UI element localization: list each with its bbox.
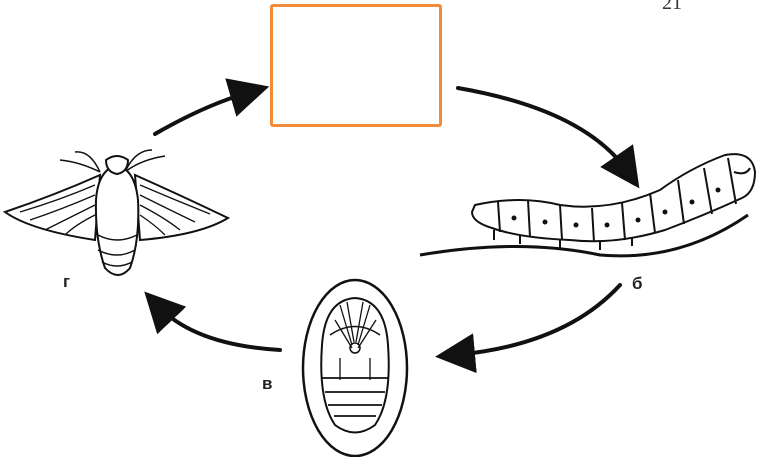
- arrow-egg-to-larva: [458, 88, 628, 172]
- arrow-moth-to-egg: [155, 92, 250, 134]
- pupa-illustration: [303, 280, 407, 456]
- label-moth: г: [63, 272, 70, 292]
- arrow-pupa-to-moth: [158, 306, 280, 350]
- label-larva: б: [632, 274, 643, 294]
- arrow-larva-to-pupa: [455, 285, 620, 355]
- caterpillar-illustration: [420, 154, 755, 256]
- moth-illustration: [5, 150, 228, 275]
- label-pupa: в: [262, 374, 272, 394]
